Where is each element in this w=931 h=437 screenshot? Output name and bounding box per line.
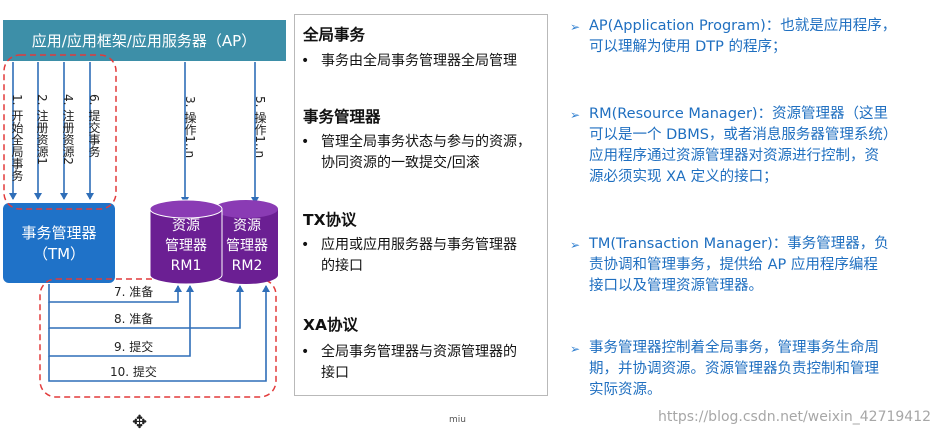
- description-line: 可以是一个 DBMS，或者消息服务器管理系统）: [589, 127, 898, 143]
- rm1-line3: RM1: [171, 258, 202, 274]
- tm-box-line1: 事务管理器: [21, 224, 96, 242]
- arrow-step-8: [48, 285, 244, 329]
- bullet-tx-protocol: • 应用或应用服务器与事务管理器的接口: [301, 235, 517, 277]
- bullet-dot: •: [301, 134, 310, 150]
- dtp-diagram: 应用/应用框架/应用服务器（AP） 事务管理器 （TM） 1. 开始全局事务 2…: [3, 20, 286, 398]
- chevron-right-icon: ➢: [570, 20, 581, 34]
- bullet-text-line2: 的接口: [321, 258, 363, 274]
- step-7-label: 7. 准备: [114, 285, 153, 299]
- chevron-right-icon: ➢: [570, 342, 581, 356]
- step-3-label: 3. 操作1..n: [183, 96, 197, 158]
- arrow-step-9: [48, 285, 194, 357]
- description-line: 可以理解为使用 DTP 的程序；: [589, 39, 787, 55]
- step-10-label: 10. 提交: [110, 364, 157, 379]
- rm1-line2: 管理器: [165, 238, 207, 254]
- bullet-global-transaction: • 事务由全局事务管理器全局管理: [301, 51, 517, 72]
- ap-tm-dashed-region: [3, 54, 117, 210]
- step-5-label: 5. 操作1..n: [253, 96, 267, 158]
- section-title-tx-protocol: TX协议: [303, 211, 357, 229]
- bullet-xa-protocol: • 全局事务管理器与资源管理器的接口: [301, 342, 517, 384]
- rm2-line2: 管理器: [226, 238, 268, 254]
- section-title-transaction-manager: 事务管理器: [303, 108, 381, 126]
- description-line: 实际资源。: [589, 382, 662, 398]
- arrow-step-10: [48, 285, 270, 382]
- bullet-text: 事务由全局事务管理器全局管理: [321, 53, 517, 69]
- bullet-text-line1: 应用或应用服务器与事务管理器: [321, 237, 517, 253]
- description-line: 事务管理器控制着全局事务，管理事务生命周: [589, 340, 879, 356]
- description-line: 期，并协调资源。资源管理器负责控制和管理: [589, 361, 879, 377]
- bullet-dot: •: [301, 53, 310, 69]
- ap-box: [3, 20, 286, 61]
- description-line: 接口以及管理资源管理器。: [589, 278, 763, 294]
- rm2-cylinder: [214, 209, 278, 284]
- bullet-text-line1: 全局事务管理器与资源管理器的: [321, 344, 517, 360]
- section-title-global-transaction: 全局事务: [303, 26, 366, 44]
- rm2-line1: 资源: [233, 218, 261, 234]
- arrow-step-7: [48, 284, 182, 303]
- step-9-label: 9. 提交: [114, 339, 153, 354]
- concepts-panel: 全局事务 • 事务由全局事务管理器全局管理 事务管理器 • 管理全局事务状态与参与的…: [294, 14, 548, 396]
- description-line: TM(Transaction Manager)：事务管理器，负: [589, 236, 889, 252]
- rm1-cylinder-top: [149, 199, 223, 219]
- bullet-text-line1: 管理全局事务状态与参与的资源，: [321, 134, 531, 150]
- description-line: RM(Resource Manager)：资源管理器（这里: [589, 106, 889, 122]
- description-line: 责协调和管理事务，提供给 AP 应用程序编程: [589, 257, 878, 273]
- step-2-label: 2. 注册资源1: [35, 94, 49, 165]
- bullet-text-line2: 接口: [321, 365, 349, 381]
- rm1-line1: 资源: [172, 218, 200, 234]
- chevron-right-icon: ➢: [570, 108, 581, 122]
- ap-box-label: 应用/应用框架/应用服务器（AP）: [32, 32, 256, 50]
- watermark: https://blog.csdn.net/weixin_42719412: [658, 409, 931, 425]
- description-line: 源必须实现 XA 定义的接口；: [589, 169, 778, 185]
- section-title-xa-protocol: XA协议: [303, 316, 358, 334]
- bullet-dot: •: [301, 344, 310, 360]
- chevron-right-icon: ➢: [570, 238, 581, 252]
- move-cursor-icon: ✥: [132, 412, 148, 433]
- step-8-label: 8. 准备: [114, 312, 153, 326]
- description-line: 应用程序通过资源管理器对资源进行控制，资: [589, 148, 879, 164]
- tm-box: [3, 203, 115, 283]
- bullet-transaction-manager: • 管理全局事务状态与参与的资源， 协同资源的一致提交/回滚: [301, 132, 531, 174]
- step-6-label: 6. 提交事务: [87, 94, 101, 157]
- bullet-dot: •: [301, 237, 310, 253]
- bullet-text-line2: 协同资源的一致提交/回滚: [321, 155, 480, 171]
- rm1-cylinder: [149, 208, 223, 285]
- rm2-cylinder-top: [214, 200, 278, 218]
- description-line: AP(Application Program)：也就是应用程序，: [589, 18, 897, 34]
- tm-box-line2: （TM）: [33, 245, 85, 263]
- step-1-label: 1. 开始全局事务: [10, 94, 24, 181]
- step-4-label: 4. 注册资源2: [61, 94, 75, 165]
- rm2-line3: RM2: [232, 258, 263, 274]
- image-caption: miu: [449, 415, 466, 425]
